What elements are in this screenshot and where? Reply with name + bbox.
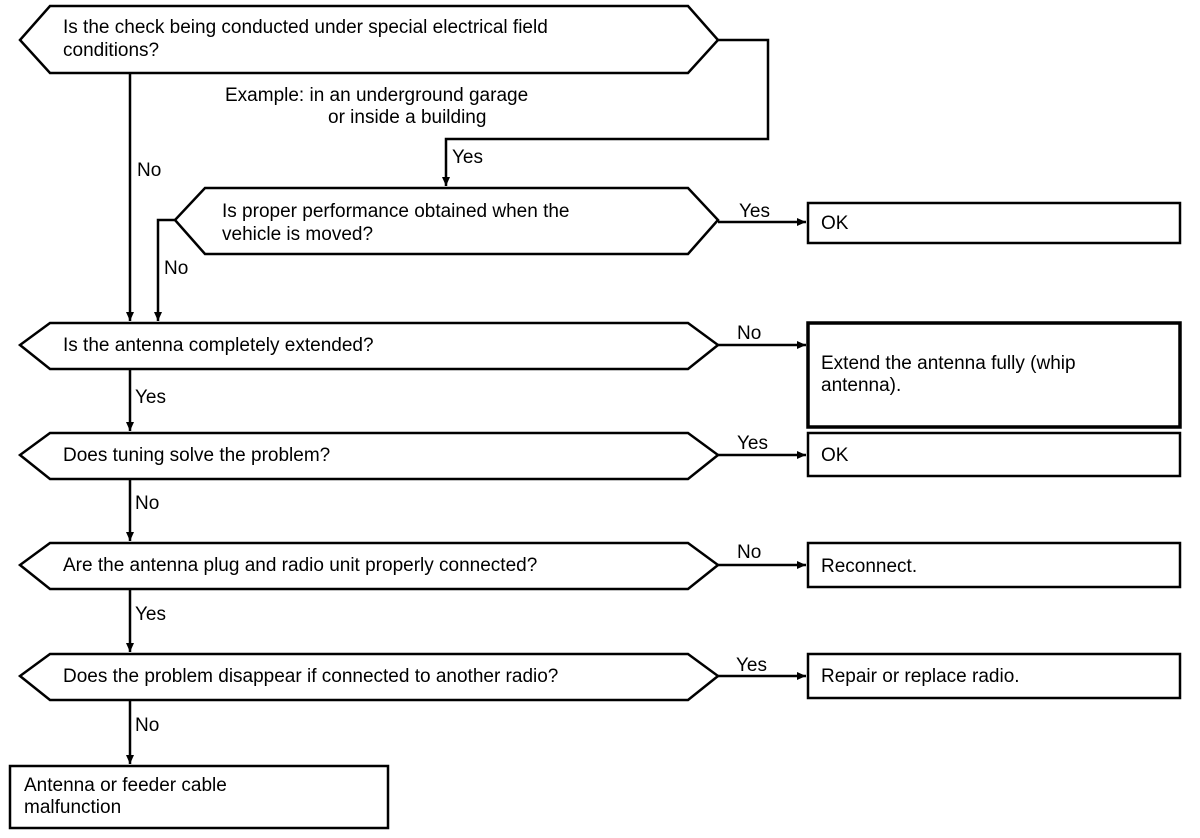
label-q6-yes: Yes	[736, 655, 767, 676]
decision-q2-text-line2: vehicle is moved?	[222, 224, 374, 245]
decision-q3-text: Is the antenna completely extended?	[63, 335, 374, 356]
label-q2-yes: Yes	[739, 201, 770, 222]
decision-q1-text-line1: Is the check being conducted under speci…	[63, 17, 548, 38]
label-q3-no: No	[737, 323, 762, 344]
label-q2-no: No	[164, 258, 189, 279]
decision-q4-shape	[17, 431, 721, 481]
decision-q1-shape	[18, 4, 720, 75]
outcome-malfunction-text-line1: Antenna or feeder cable	[24, 775, 227, 796]
decision-q1-example-line1: Example: in an underground garage	[225, 85, 529, 106]
outcome-reconnect-box	[806, 541, 1182, 589]
label-q3-yes: Yes	[135, 387, 166, 408]
outcome-malfunction-text-line2: malfunction	[24, 797, 122, 818]
decision-q4-text: Does tuning solve the problem?	[63, 445, 331, 466]
label-q4-no: No	[135, 493, 160, 514]
decision-q5-text: Are the antenna plug and radio unit prop…	[63, 555, 538, 576]
outcome-repair-text: Repair or replace radio.	[821, 666, 1020, 687]
outcome-extend-text-line2: antenna).	[821, 375, 902, 396]
decision-q1-example-line2: or inside a building	[328, 107, 487, 128]
decision-q3-shape	[17, 321, 721, 371]
outcome-ok2-box	[806, 431, 1182, 478]
outcome-malfunction-box	[8, 764, 390, 830]
outcome-ok1-box	[806, 201, 1182, 245]
outcome-repair-box	[806, 652, 1182, 700]
label-q5-no: No	[737, 542, 762, 563]
label-q4-yes: Yes	[737, 433, 768, 454]
label-q1-yes: Yes	[452, 147, 483, 168]
connector-q1-yes	[442, 38, 770, 186]
label-q6-no: No	[135, 715, 160, 736]
decision-q1-text-line2: conditions?	[63, 40, 160, 61]
outcome-extend-box	[806, 321, 1182, 429]
decision-q5-shape	[17, 541, 721, 591]
label-q5-yes: Yes	[135, 604, 166, 625]
outcome-reconnect-text: Reconnect.	[821, 556, 918, 577]
label-q1-no: No	[137, 160, 162, 181]
decision-q2-text-line1: Is proper performance obtained when the	[222, 201, 570, 222]
outcome-ok2-text: OK	[821, 445, 849, 466]
outcome-extend-text-line1: Extend the antenna fully (whip	[821, 353, 1076, 374]
outcome-ok1-text: OK	[821, 213, 849, 234]
decision-q6-text: Does the problem disappear if connected …	[63, 666, 559, 687]
decision-q6-shape	[17, 652, 721, 702]
connector-q2-no	[154, 218, 175, 321]
